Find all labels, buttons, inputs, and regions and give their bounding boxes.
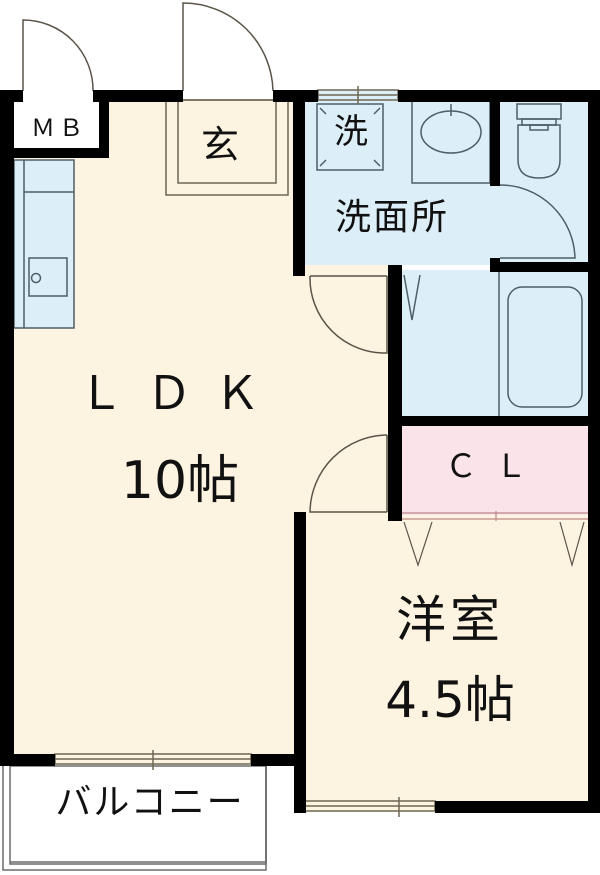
western-room-label: 洋室: [396, 591, 504, 649]
western-room-floor: [300, 515, 590, 805]
exterior-doors: [22, 2, 274, 92]
entrance-label: 玄: [200, 123, 239, 167]
washing-machine-pan: [316, 103, 384, 171]
bath-floor: [400, 270, 590, 420]
toilet: [516, 103, 562, 179]
closet-folding-doors: [402, 511, 590, 568]
meter-box-label: ＭＢ: [31, 114, 87, 142]
washing-machine-label: 洗: [334, 112, 368, 152]
bath-folding-door: [403, 274, 421, 321]
toilet-door-swing: [499, 184, 576, 259]
closet-floor: [400, 425, 590, 515]
ldk-size: 10帖: [120, 451, 240, 511]
mb-floor: [14, 100, 99, 148]
closet-label: ＣＬ: [444, 447, 545, 485]
toilet-floor: [495, 100, 590, 265]
entrance-step: [165, 99, 289, 196]
interior-doors: [309, 275, 388, 513]
western-room-size: 4.5帖: [385, 671, 515, 729]
bathtub: [498, 270, 583, 420]
kitchen-counter: [13, 159, 75, 329]
balcony-label: バルコニー: [55, 782, 245, 823]
walls: [0, 90, 600, 813]
floors: [10, 100, 590, 870]
balcony-floor: [10, 766, 305, 870]
ldk-label: ＬＤＫ: [78, 366, 282, 420]
washroom-label: 洗面所: [334, 197, 449, 238]
balcony-outline: [2, 765, 267, 871]
